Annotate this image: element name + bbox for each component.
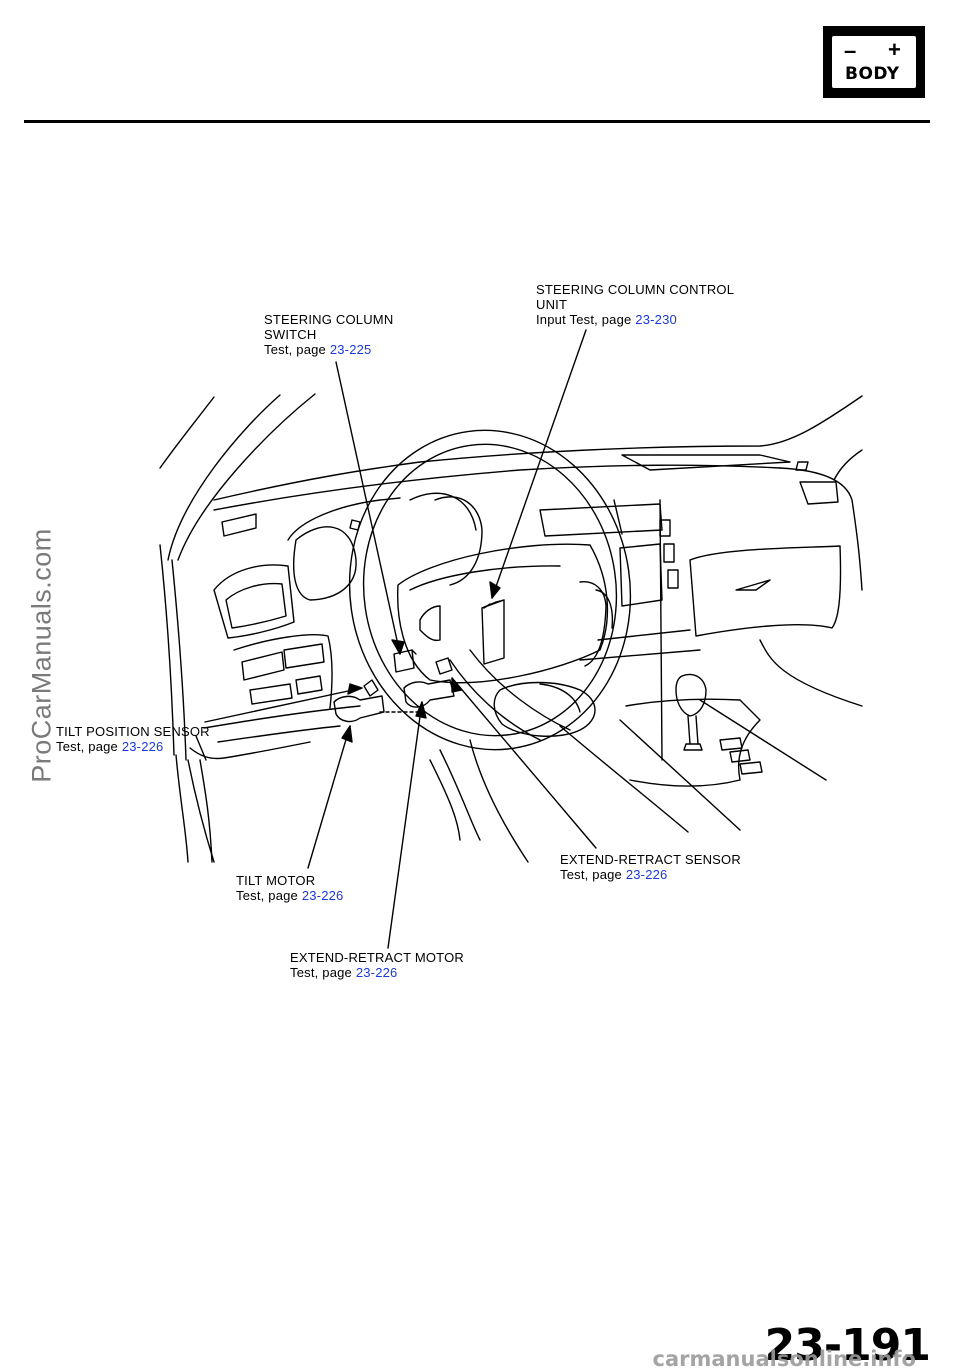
battery-minus-sign: –	[844, 38, 857, 63]
page-link-tilt-motor[interactable]: 23-226	[301, 888, 344, 903]
label-steering-column-switch-line1: STEERING COLUMN	[264, 312, 394, 327]
label-steering-column-control-unit-line1: STEERING COLUMN CONTROL	[536, 282, 735, 297]
body-section-label: BODY	[845, 64, 900, 84]
label-steering-column-switch: STEERING COLUMN SWITCH Test, page 23-225	[264, 312, 393, 357]
test-prefix: Test, page	[290, 965, 356, 980]
battery-icon: – + BODY	[832, 36, 916, 88]
test-prefix: Test, page	[560, 867, 626, 882]
label-tilt-motor: TILT MOTOR Test, page 23-226	[236, 873, 344, 903]
page-link-steering-column-control-unit[interactable]: 23-230	[635, 312, 677, 327]
page-number: 23-191	[764, 1320, 931, 1371]
label-steering-column-control-unit: STEERING COLUMN CONTROL UNIT Input Test,…	[536, 282, 734, 327]
label-extend-retract-sensor-line1: EXTEND-RETRACT SENSOR	[560, 852, 741, 867]
page-link-extend-retract-motor[interactable]: 23-226	[355, 965, 398, 980]
test-prefix: Test, page	[56, 739, 122, 754]
page-link-extend-retract-sensor[interactable]: 23-226	[625, 867, 668, 882]
page-link-tilt-position-sensor[interactable]: 23-226	[121, 739, 164, 754]
label-tilt-motor-line1: TILT MOTOR	[236, 873, 316, 888]
header-rule	[24, 120, 930, 123]
test-prefix: Test, page	[236, 888, 302, 903]
battery-plus-sign: +	[888, 37, 901, 62]
label-steering-column-switch-line2: SWITCH	[264, 327, 317, 342]
test-prefix: Input Test, page	[536, 312, 636, 327]
body-section-badge: – + BODY	[823, 26, 925, 98]
label-extend-retract-sensor: EXTEND-RETRACT SENSOR Test, page 23-226	[560, 852, 741, 882]
label-extend-retract-motor: EXTEND-RETRACT MOTOR Test, page 23-226	[290, 950, 464, 980]
label-steering-column-control-unit-line2: UNIT	[536, 297, 568, 312]
label-tilt-position-sensor: TILT POSITION SENSOR Test, page 23-226	[56, 724, 210, 754]
label-extend-retract-motor-line1: EXTEND-RETRACT MOTOR	[290, 950, 464, 965]
footer-watermark: carmanualsonline.info	[652, 1347, 916, 1371]
page-link-steering-column-switch[interactable]: 23-225	[329, 342, 372, 357]
test-prefix: Test, page	[264, 342, 330, 357]
label-tilt-position-sensor-line1: TILT POSITION SENSOR	[56, 724, 210, 739]
